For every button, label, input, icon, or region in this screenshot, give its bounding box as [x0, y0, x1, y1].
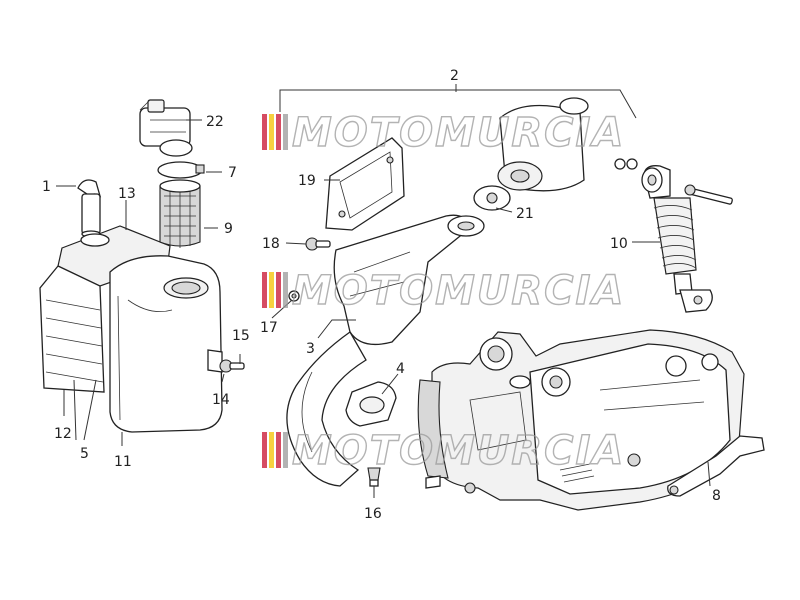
kick-start-lever: [667, 435, 765, 497]
callout-13: 13: [118, 186, 136, 202]
callout-22: 22: [206, 114, 224, 130]
intake-filter-sleeve: [159, 179, 201, 248]
callout-8: 8: [712, 488, 721, 504]
rear-shock-absorber: [614, 158, 733, 313]
hose-clamp: [157, 161, 205, 179]
callout-labels: 1 2 3 4 5 7 8 9 10 11 12 13 14 15 16 17 …: [42, 68, 721, 522]
leader-lines: [56, 84, 711, 498]
watermark-text: MOTOMURCIA: [292, 110, 625, 156]
callout-19: 19: [298, 173, 316, 189]
callout-9: 9: [224, 221, 233, 237]
carburetor: [139, 99, 193, 157]
exhaust-gasket: [345, 381, 397, 427]
muffler-bolt: [305, 237, 331, 251]
callout-1: 1: [42, 179, 51, 195]
callout-18: 18: [262, 236, 280, 252]
callout-5: 5: [80, 446, 89, 462]
callout-12: 12: [54, 426, 72, 442]
air-box-bolt: [219, 359, 245, 373]
muffler-washer: [288, 290, 300, 302]
callout-7: 7: [228, 165, 237, 181]
callout-2: 2: [450, 68, 459, 84]
callout-17: 17: [260, 320, 278, 336]
silencer-canister: [473, 97, 589, 211]
air-box-body: [109, 255, 223, 433]
exhaust-heat-shield: [325, 137, 405, 231]
callout-16: 16: [364, 506, 382, 522]
callout-11: 11: [114, 454, 132, 470]
watermark-top: MOTOMURCIA: [262, 109, 625, 157]
watermark-bottom: MOTOMURCIA: [262, 427, 625, 475]
callout-15: 15: [232, 328, 250, 344]
exhaust-muffler: [286, 214, 485, 487]
callout-21: 21: [516, 206, 534, 222]
engine-block: [417, 329, 745, 511]
callout-10: 10: [610, 236, 628, 252]
watermark-text: MOTOMURCIA: [292, 428, 625, 474]
watermark-text: MOTOMURCIA: [292, 268, 625, 314]
watermark-middle: MOTOMURCIA: [262, 267, 625, 315]
callout-4: 4: [396, 361, 405, 377]
intake-elbow-tube: [77, 179, 102, 238]
callout-3: 3: [306, 341, 315, 357]
callout-14: 14: [212, 392, 230, 408]
